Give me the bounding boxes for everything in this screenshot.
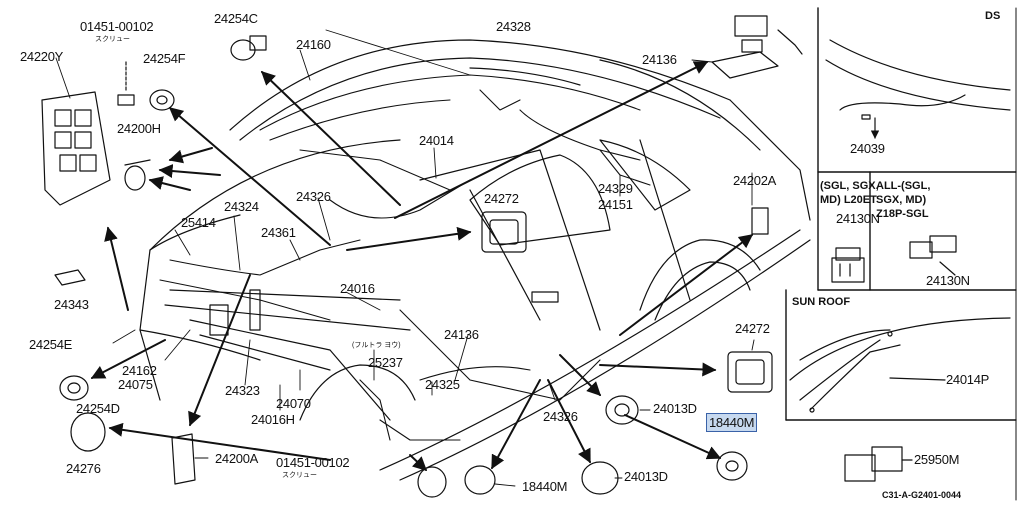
label-01451-00102-top: 01451-00102: [80, 19, 154, 34]
connector-24130n-right: [909, 235, 957, 276]
callout-arrows: [90, 61, 754, 471]
label-25950m: 25950M: [914, 452, 960, 467]
sunroof-panel-drawing: [789, 317, 1011, 482]
label-18440m-bottom: 18440M: [522, 479, 568, 494]
highlight-box: 18440M: [706, 413, 758, 432]
label-24326-low: 24326: [543, 409, 578, 424]
clip-24200h: [124, 159, 151, 191]
label-24326-mid: 24326: [296, 189, 331, 204]
trim-24272-right: [727, 351, 773, 393]
label-01451-screw-top: スクリュー: [95, 36, 130, 43]
trim-24272-mid: [481, 211, 527, 253]
variant-right-line3: Z18P-SGL: [876, 208, 929, 220]
clip-24200a: [171, 433, 196, 485]
label-24013d-mid: 24013D: [653, 401, 697, 416]
label-24136-low: 24136: [444, 327, 479, 342]
clip-24343: [54, 269, 86, 286]
label-24075: 24075: [118, 377, 153, 392]
label-24343: 24343: [54, 297, 89, 312]
label-25414: 25414: [181, 215, 216, 230]
label-24070: 24070: [276, 396, 311, 411]
grommet-24254c: [230, 35, 267, 61]
label-24328: 24328: [496, 19, 531, 34]
grommet-24254f: [149, 89, 175, 111]
variant-right-line1: ALL-(SGL,: [876, 180, 931, 192]
label-24014p: 24014P: [946, 372, 990, 387]
label-24136-top: 24136: [642, 52, 677, 67]
label-24039: 24039: [850, 141, 885, 156]
label-24013d-bottom: 24013D: [624, 469, 668, 484]
label-24254c: 24254C: [214, 11, 258, 26]
label-24254e: 24254E: [29, 337, 73, 352]
sunroof-panel-title: SUN ROOF: [792, 296, 851, 308]
label-24323: 24323: [225, 383, 260, 398]
label-24130n-right: 24130N: [926, 273, 970, 288]
relay-24202a: [751, 207, 769, 235]
grommet-24013d-bottom: [581, 461, 619, 495]
label-01451-00102-bottom: 01451-00102: [276, 455, 350, 470]
label-24202a: 24202A: [733, 173, 777, 188]
label-24272-mid: 24272: [484, 191, 519, 206]
label-18440m-highlighted: 18440M: [706, 413, 758, 432]
diagram-code: C31-A-G2401-0044: [882, 490, 962, 500]
label-24130n-left: 24130N: [836, 211, 880, 226]
label-01451-screw-bottom: スクリュー: [282, 472, 317, 479]
label-24325: 24325: [425, 377, 460, 392]
label-24016h: 24016H: [251, 412, 295, 427]
label-24151: 24151: [598, 197, 633, 212]
label-25237: 25237: [368, 355, 403, 370]
label-24361: 24361: [261, 225, 296, 240]
label-24014: 24014: [419, 133, 454, 148]
label-24162: 24162: [122, 363, 157, 378]
label-24254f: 24254F: [143, 51, 186, 66]
label-24160: 24160: [296, 37, 331, 52]
grommet-18440m-right: [716, 451, 748, 481]
bracket-24136-top: [711, 15, 803, 79]
label-24254d: 24254D: [76, 401, 120, 416]
variant-left-line1: (SGL, SGX,: [820, 180, 879, 192]
side-panel-frame: [785, 7, 1017, 501]
grommet-24254d: [59, 375, 89, 401]
grommet-24013d-mid: [605, 395, 639, 425]
variant-right-line2: SGX, MD): [876, 194, 927, 206]
connector-24130n-left: [831, 247, 865, 283]
ds-panel-title: DS: [985, 10, 1001, 22]
label-24200a: 24200A: [215, 451, 259, 466]
screw-01451-top: [117, 61, 135, 106]
label-24276: 24276: [66, 461, 101, 476]
leader-lines: [55, 29, 755, 487]
label-24200h: 24200H: [117, 121, 161, 136]
label-25237-note: (フルトラ ヨウ): [352, 342, 401, 349]
label-24324: 24324: [224, 199, 259, 214]
label-24329: 24329: [598, 181, 633, 196]
label-24272-right: 24272: [735, 321, 770, 336]
ds-panel-drawing: [825, 39, 1011, 139]
variant-left-line2: MD) L20ET: [820, 194, 877, 206]
cap-24276: [70, 412, 106, 452]
grommet-18440m-bottom: [417, 465, 496, 498]
relay-bracket-24220y: [41, 91, 111, 206]
label-24016: 24016: [340, 281, 375, 296]
label-24220y: 24220Y: [20, 49, 64, 64]
